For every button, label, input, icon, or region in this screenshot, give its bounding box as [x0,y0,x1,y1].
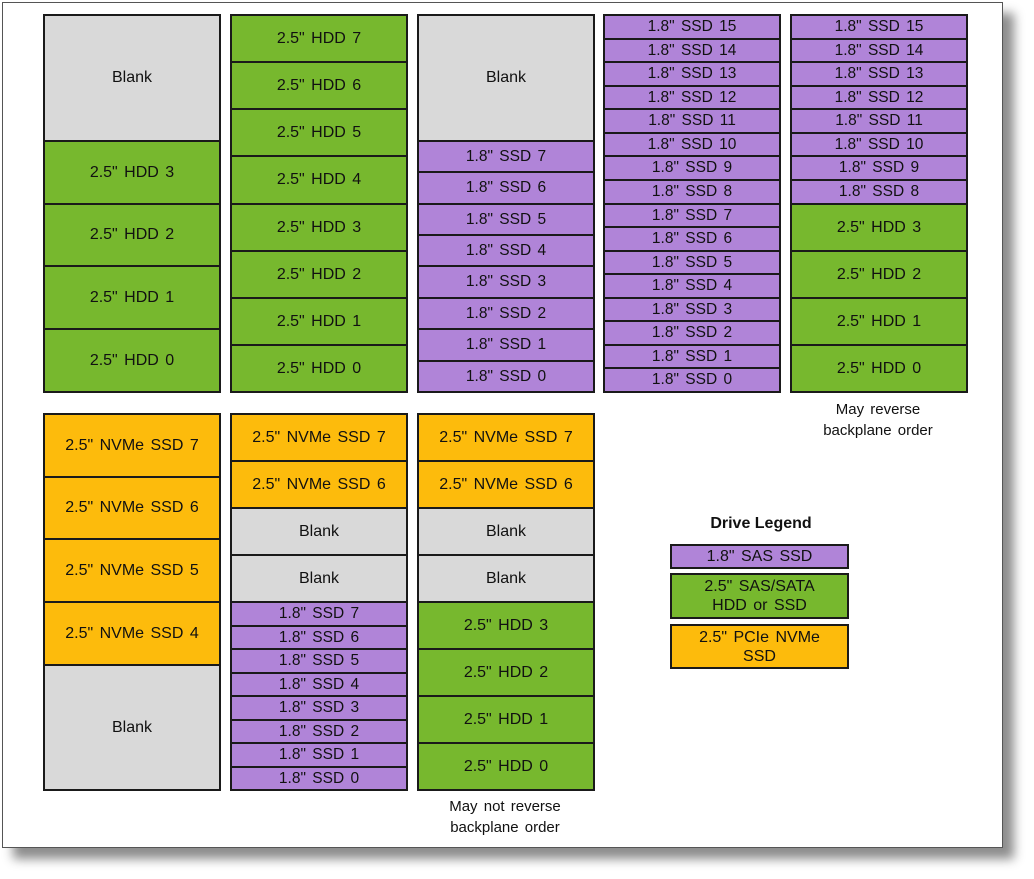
drive-slot-hdd: 2.5" HDD 0 [790,344,968,393]
drive-slot-blank: Blank [43,14,221,142]
config-5-caption: May reverse backplane order [823,401,933,439]
drive-slot-hdd: 2.5" HDD 2 [417,648,595,697]
drive-slot-blank: Blank [417,14,595,142]
drive-slot-hdd: 2.5" HDD 0 [417,742,595,791]
drive-slot-ssd18: 1.8" SSD 3 [603,297,781,322]
drive-slot-ssd18: 1.8" SSD 6 [230,625,408,650]
drive-slot-ssd18: 1.8" SSD 1 [603,344,781,369]
drive-slot-hdd: 2.5" HDD 0 [43,328,221,393]
legend-item-nvme: 2.5" PCIe NVMe SSD [670,624,849,669]
drive-slot-nvme: 2.5" NVMe SSD 6 [43,476,221,540]
drive-slot-ssd18: 1.8" SSD 2 [417,297,595,330]
drive-slot-hdd: 2.5" HDD 7 [230,14,408,63]
drive-slot-hdd: 2.5" HDD 2 [230,250,408,299]
drive-slot-ssd18: 1.8" SSD 5 [603,250,781,275]
drive-slot-blank: Blank [230,554,408,603]
drive-slot-ssd18: 1.8" SSD 2 [603,320,781,346]
drive-slot-nvme: 2.5" NVMe SSD 7 [230,413,408,462]
drive-slot-hdd: 2.5" HDD 1 [230,297,408,346]
drive-slot-blank: Blank [417,507,595,556]
drive-slot-ssd18: 1.8" SSD 5 [230,648,408,674]
drive-slot-hdd: 2.5" HDD 1 [790,297,968,346]
drive-slot-hdd: 2.5" HDD 3 [230,203,408,252]
drive-slot-ssd18: 1.8" SSD 7 [417,140,595,173]
drive-slot-nvme: 2.5" NVMe SSD 7 [43,413,221,478]
legend-item-ssd18: 1.8" SAS SSD [670,544,849,569]
drive-slot-nvme: 2.5" NVMe SSD 6 [417,460,595,509]
drive-slot-ssd18: 1.8" SSD 12 [790,85,968,110]
drive-slot-ssd18: 1.8" SSD 10 [603,132,781,157]
drive-slot-hdd: 2.5" HDD 5 [230,108,408,157]
legend-title: Drive Legend [710,515,812,532]
drive-slot-hdd: 2.5" HDD 1 [43,265,221,330]
drive-slot-ssd18: 1.8" SSD 8 [790,179,968,205]
drive-slot-ssd18: 1.8" SSD 3 [230,695,408,721]
drive-slot-hdd: 2.5" HDD 2 [790,250,968,299]
drive-slot-ssd18: 1.8" SSD 14 [603,38,781,63]
drive-slot-ssd18: 1.8" SSD 9 [790,155,968,181]
drive-slot-hdd: 2.5" HDD 3 [417,601,595,650]
drive-slot-ssd18: 1.8" SSD 4 [603,273,781,299]
drive-slot-ssd18: 1.8" SSD 13 [790,61,968,87]
drive-slot-ssd18: 1.8" SSD 14 [790,38,968,63]
drive-slot-ssd18: 1.8" SSD 7 [603,203,781,228]
drive-slot-ssd18: 1.8" SSD 3 [417,265,595,299]
drive-slot-ssd18: 1.8" SSD 2 [230,719,408,744]
drive-slot-ssd18: 1.8" SSD 0 [230,766,408,791]
drive-slot-ssd18: 1.8" SSD 5 [417,203,595,236]
drive-slot-ssd18: 1.8" SSD 1 [417,328,595,362]
drive-slot-ssd18: 1.8" SSD 12 [603,85,781,110]
drive-slot-ssd18: 1.8" SSD 4 [230,672,408,697]
drive-slot-nvme: 2.5" NVMe SSD 6 [230,460,408,509]
drive-slot-ssd18: 1.8" SSD 15 [603,14,781,40]
drive-slot-hdd: 2.5" HDD 0 [230,344,408,393]
drive-slot-ssd18: 1.8" SSD 8 [603,179,781,205]
drive-slot-nvme: 2.5" NVMe SSD 7 [417,413,595,462]
drive-slot-ssd18: 1.8" SSD 6 [603,226,781,252]
config-8-caption: May not reverse backplane order [449,798,561,836]
drive-slot-ssd18: 1.8" SSD 1 [230,742,408,768]
drive-slot-hdd: 2.5" HDD 2 [43,203,221,267]
drive-slot-nvme: 2.5" NVMe SSD 5 [43,538,221,603]
drive-slot-ssd18: 1.8" SSD 0 [417,360,595,393]
drive-slot-ssd18: 1.8" SSD 4 [417,234,595,267]
drive-slot-ssd18: 1.8" SSD 10 [790,132,968,157]
drive-slot-ssd18: 1.8" SSD 9 [603,155,781,181]
drive-slot-ssd18: 1.8" SSD 15 [790,14,968,40]
drive-slot-hdd: 2.5" HDD 1 [417,695,595,744]
drive-slot-hdd: 2.5" HDD 6 [230,61,408,110]
drive-slot-hdd: 2.5" HDD 4 [230,155,408,205]
drive-slot-ssd18: 1.8" SSD 0 [603,367,781,393]
drive-slot-ssd18: 1.8" SSD 11 [790,108,968,134]
drive-slot-blank: Blank [43,664,221,791]
drive-slot-hdd: 2.5" HDD 3 [43,140,221,205]
drive-slot-hdd: 2.5" HDD 3 [790,203,968,252]
drive-slot-ssd18: 1.8" SSD 11 [603,108,781,134]
drive-slot-blank: Blank [417,554,595,603]
legend-item-hdd: 2.5" SAS/SATA HDD or SSD [670,573,849,619]
drive-slot-ssd18: 1.8" SSD 6 [417,171,595,205]
drive-slot-nvme: 2.5" NVMe SSD 4 [43,601,221,666]
drive-slot-blank: Blank [230,507,408,556]
drive-slot-ssd18: 1.8" SSD 7 [230,601,408,627]
drive-slot-ssd18: 1.8" SSD 13 [603,61,781,87]
